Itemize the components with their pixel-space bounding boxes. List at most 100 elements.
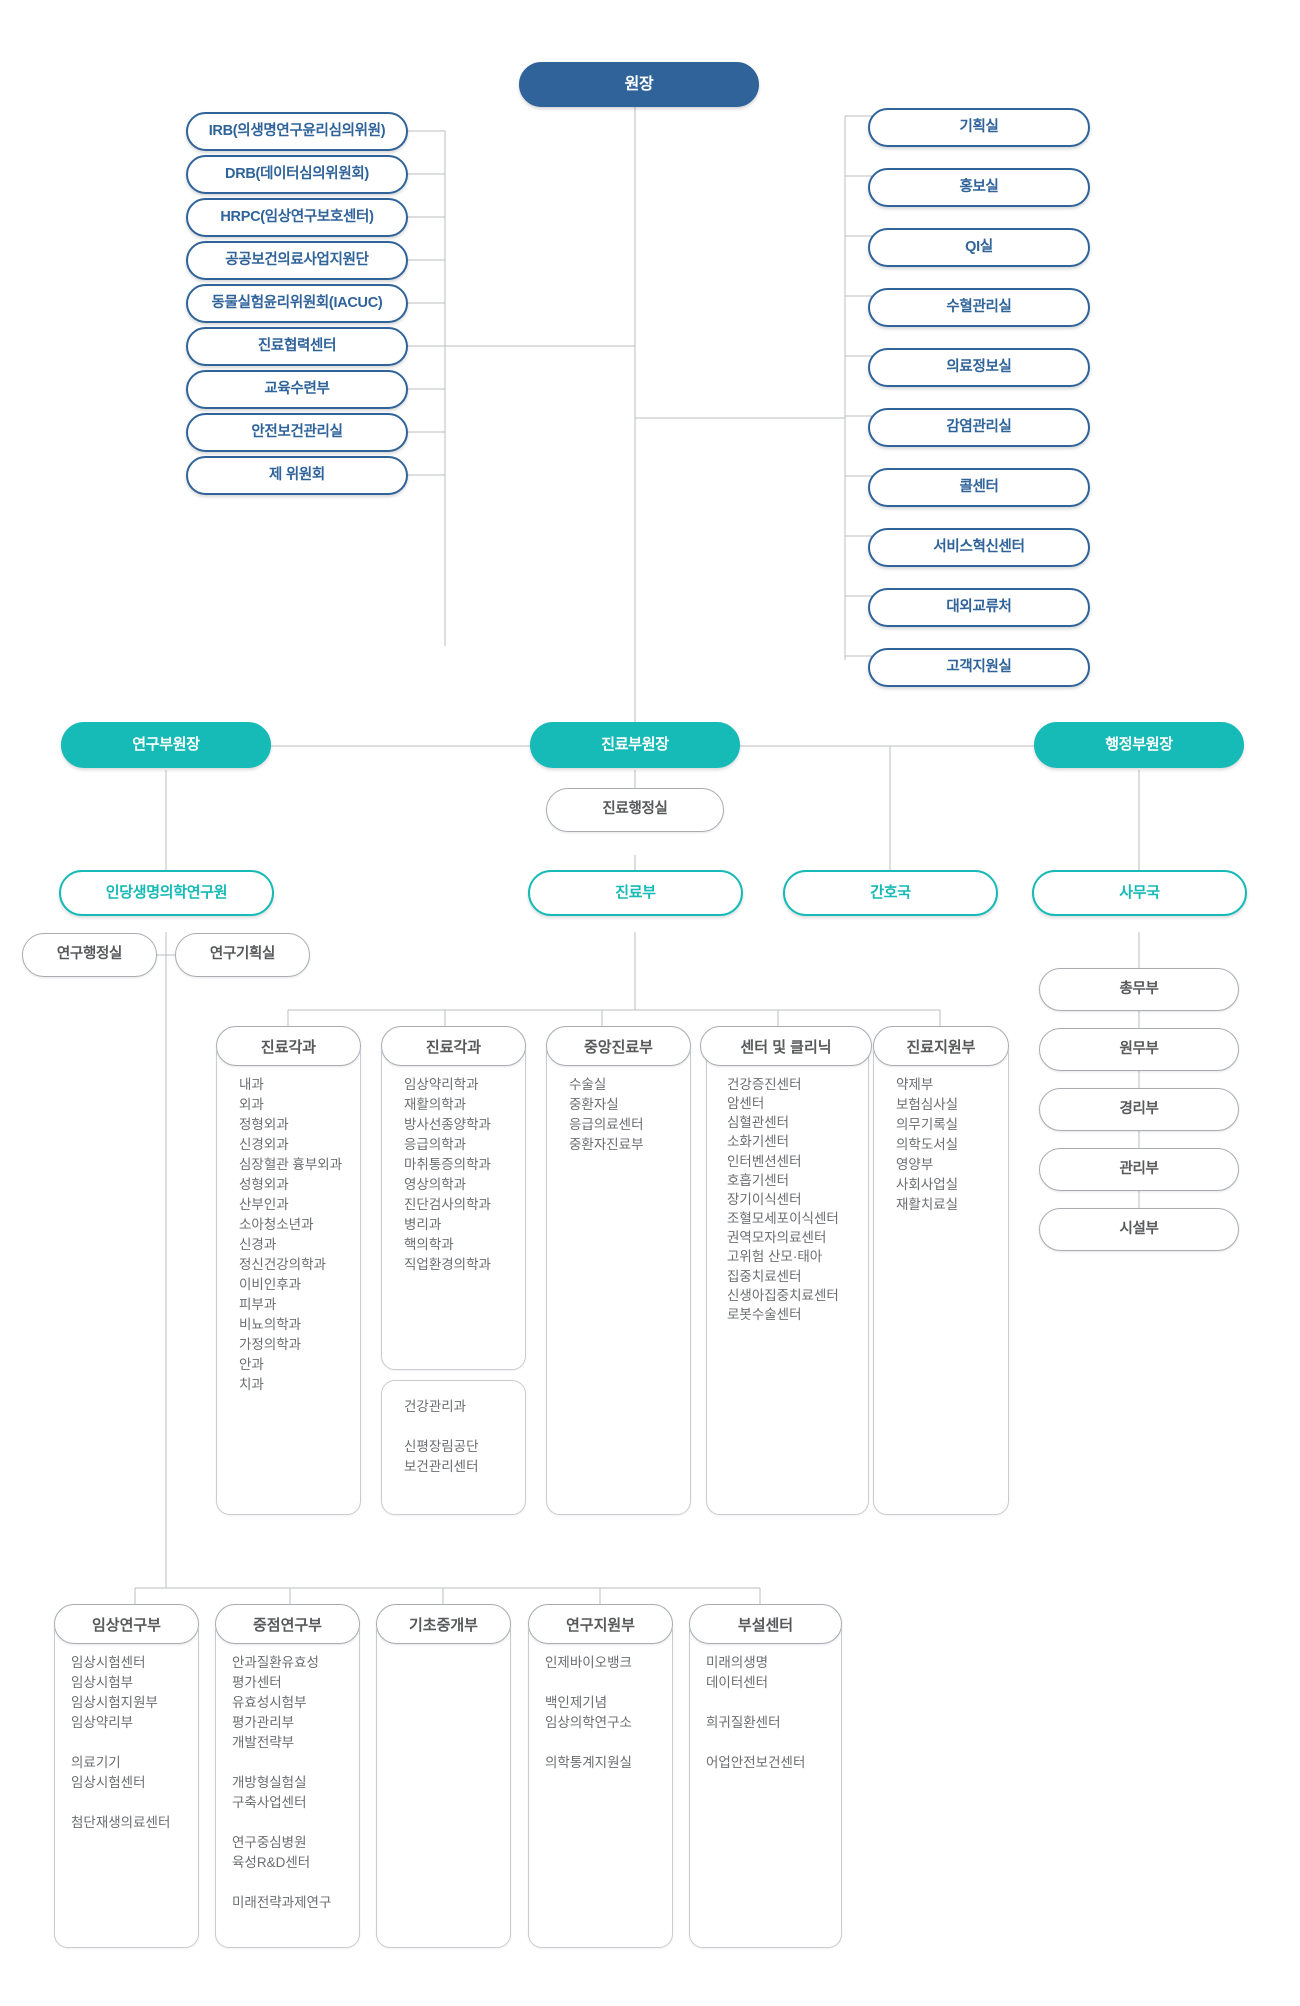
node-label: 진료협력센터 — [257, 337, 337, 354]
node-education-training[interactable]: 교육수련부 — [186, 370, 408, 409]
card-title-label: 진료각과 — [425, 1038, 482, 1056]
card-items: 건강증진센터 암센터 심혈관센터 소화기센터 인터벤션센터 호흡기센터 장기이식… — [727, 1077, 839, 1322]
node-label: 간호국 — [870, 884, 911, 901]
card-title-clinical-support[interactable]: 진료지원부 — [873, 1026, 1009, 1066]
node-label: 진료부원장 — [601, 736, 669, 753]
card-items: 건강관리과 신평장림공단 보건관리센터 — [404, 1399, 479, 1474]
node-clinical-admin-office[interactable]: 진료행정실 — [546, 788, 724, 832]
node-vice-director-research[interactable]: 연구부원장 — [61, 722, 271, 768]
node-office-transfusion[interactable]: 수혈관리실 — [868, 288, 1090, 327]
node-label: 공공보건의료사업지원단 — [225, 251, 369, 268]
card-items: 안과질환유효성 평가센터 유효성시험부 평가관리부 개발전략부 개방형실험실 구… — [232, 1655, 332, 1910]
node-label: 관리부 — [1119, 1160, 1159, 1177]
card-title-central-clinical[interactable]: 중앙진료부 — [546, 1026, 691, 1066]
node-office-bureau[interactable]: 사무국 — [1032, 870, 1247, 916]
node-label: 감염관리실 — [946, 418, 1012, 435]
node-public-health-support[interactable]: 공공보건의료사업지원단 — [186, 241, 408, 280]
node-label: 인당생명의학연구원 — [105, 884, 228, 901]
node-facilities[interactable]: 시설부 — [1039, 1208, 1239, 1251]
node-indang-research-institute[interactable]: 인당생명의학연구원 — [59, 870, 274, 916]
node-office-planning[interactable]: 기획실 — [868, 108, 1090, 147]
node-director[interactable]: 원장 — [519, 62, 759, 107]
node-label: 제 위원회 — [269, 466, 325, 483]
card-title-label: 임상연구부 — [91, 1616, 161, 1634]
node-label: 시설부 — [1119, 1220, 1159, 1237]
node-label: 기획실 — [959, 118, 999, 135]
card-items: 미래의생명 데이터센터 희귀질환센터 어업안전보건센터 — [706, 1655, 806, 1770]
node-accounting[interactable]: 경리부 — [1039, 1088, 1239, 1131]
node-label: 연구행정실 — [56, 946, 123, 963]
card-title-label: 기초중개부 — [408, 1616, 478, 1634]
card-focused-research: 안과질환유효성 평가센터 유효성시험부 평가관리부 개발전략부 개방형실험실 구… — [215, 1618, 360, 1948]
card-title-label: 연구지원부 — [565, 1616, 635, 1634]
card-items: 임상약리학과 재활의학과 방사선종양학과 응급의학과 마취통증의학과 영상의학과… — [404, 1077, 491, 1272]
node-service-innovation-center[interactable]: 서비스혁신센터 — [868, 528, 1090, 567]
node-office-medical-info[interactable]: 의료정보실 — [868, 348, 1090, 387]
node-patient-affairs[interactable]: 원무부 — [1039, 1028, 1239, 1071]
node-general-affairs[interactable]: 총무부 — [1039, 968, 1239, 1011]
card-title-label: 중앙진료부 — [583, 1038, 653, 1056]
node-safety-health-office[interactable]: 안전보건관리실 — [186, 413, 408, 452]
node-committee-drb[interactable]: DRB(데이터심의위원회) — [186, 155, 408, 194]
node-customer-support[interactable]: 고객지원실 — [868, 648, 1090, 687]
node-clinical-department[interactable]: 진료부 — [528, 870, 743, 916]
node-various-committees[interactable]: 제 위원회 — [186, 456, 408, 495]
card-items: 내과 외과 정형외과 신경외과 심장혈관 흉부외과 성형외과 산부인과 소아청소… — [239, 1077, 343, 1392]
node-label: 대외교류처 — [946, 598, 1012, 615]
card-title-focused-research[interactable]: 중점연구부 — [215, 1604, 360, 1644]
node-external-relations[interactable]: 대외교류처 — [868, 588, 1090, 627]
node-label: DRB(데이터심의위원회) — [225, 165, 369, 182]
card-title-label: 중점연구부 — [252, 1616, 322, 1634]
card-title-centers-clinics[interactable]: 센터 및 클리닉 — [700, 1026, 872, 1066]
node-call-center[interactable]: 콜센터 — [868, 468, 1090, 507]
card-title-clinical-departments-2[interactable]: 진료각과 — [381, 1026, 526, 1066]
card-title-research-support[interactable]: 연구지원부 — [528, 1604, 673, 1644]
node-label: IRB(의생명연구윤리심의위원) — [208, 122, 386, 139]
node-care-cooperation-center[interactable]: 진료협력센터 — [186, 327, 408, 366]
card-items: 약제부 보험심사실 의무기록실 의학도서실 영양부 사회사업실 재활치료실 — [896, 1077, 959, 1212]
card-basic-translational — [376, 1618, 511, 1948]
node-vice-director-admin[interactable]: 행정부원장 — [1034, 722, 1244, 768]
node-nursing-bureau[interactable]: 간호국 — [783, 870, 998, 916]
node-label: 교육수련부 — [264, 380, 330, 397]
node-office-infection-control[interactable]: 감염관리실 — [868, 408, 1090, 447]
card-clinical-departments-2: 임상약리학과 재활의학과 방사선종양학과 응급의학과 마취통증의학과 영상의학과… — [381, 1040, 526, 1370]
node-research-planning-office[interactable]: 연구기획실 — [175, 933, 310, 977]
card-title-basic-translational[interactable]: 기초중개부 — [376, 1604, 511, 1644]
node-office-pr[interactable]: 홍보실 — [868, 168, 1090, 207]
node-research-admin-office[interactable]: 연구행정실 — [22, 933, 157, 977]
card-centers-clinics: 건강증진센터 암센터 심혈관센터 소화기센터 인터벤션센터 호흡기센터 장기이식… — [706, 1040, 869, 1515]
node-label: 진료부 — [615, 884, 656, 901]
node-label: 행정부원장 — [1105, 736, 1173, 753]
node-vice-director-clinical[interactable]: 진료부원장 — [530, 722, 740, 768]
card-central-clinical: 수술실 중환자실 응급의료센터 중환자진료부 — [546, 1040, 691, 1515]
card-items: 임상시험센터 임상시험부 임상시험지원부 임상약리부 의료기기 임상시험센터 첨… — [71, 1655, 171, 1830]
node-label: 총무부 — [1119, 980, 1159, 997]
node-label: 경리부 — [1119, 1100, 1159, 1117]
card-title-label: 진료각과 — [260, 1038, 317, 1056]
node-label: 수혈관리실 — [946, 298, 1012, 315]
node-office-qi[interactable]: QI실 — [868, 228, 1090, 267]
card-clinical-research: 임상시험센터 임상시험부 임상시험지원부 임상약리부 의료기기 임상시험센터 첨… — [54, 1618, 199, 1948]
node-iacuc[interactable]: 동물실험윤리위원회(IACUC) — [186, 284, 408, 323]
node-label: 진료행정실 — [602, 801, 668, 818]
node-label: 연구기획실 — [209, 946, 276, 963]
node-label: 홍보실 — [959, 178, 999, 195]
card-title-clinical-research[interactable]: 임상연구부 — [54, 1604, 199, 1644]
node-label: 연구부원장 — [132, 736, 200, 753]
card-title-label: 부설센터 — [737, 1616, 794, 1634]
node-label: 콜센터 — [959, 478, 999, 495]
node-management[interactable]: 관리부 — [1039, 1148, 1239, 1191]
card-clinical-departments-1: 내과 외과 정형외과 신경외과 심장혈관 흉부외과 성형외과 산부인과 소아청소… — [216, 1040, 361, 1515]
node-label: 서비스혁신센터 — [933, 538, 1025, 555]
card-title-label: 센터 및 클리닉 — [740, 1038, 832, 1056]
node-committee-irb[interactable]: IRB(의생명연구윤리심의위원) — [186, 112, 408, 151]
node-label: 원무부 — [1119, 1040, 1159, 1057]
node-label: 안전보건관리실 — [251, 423, 343, 440]
node-label: 동물실험윤리위원회(IACUC) — [211, 294, 383, 311]
node-committee-hrpc[interactable]: HRPC(임상연구보호센터) — [186, 198, 408, 237]
card-title-clinical-departments-1[interactable]: 진료각과 — [216, 1026, 361, 1066]
node-label: 의료정보실 — [946, 358, 1012, 375]
card-title-affiliated-centers[interactable]: 부설센터 — [689, 1604, 842, 1644]
